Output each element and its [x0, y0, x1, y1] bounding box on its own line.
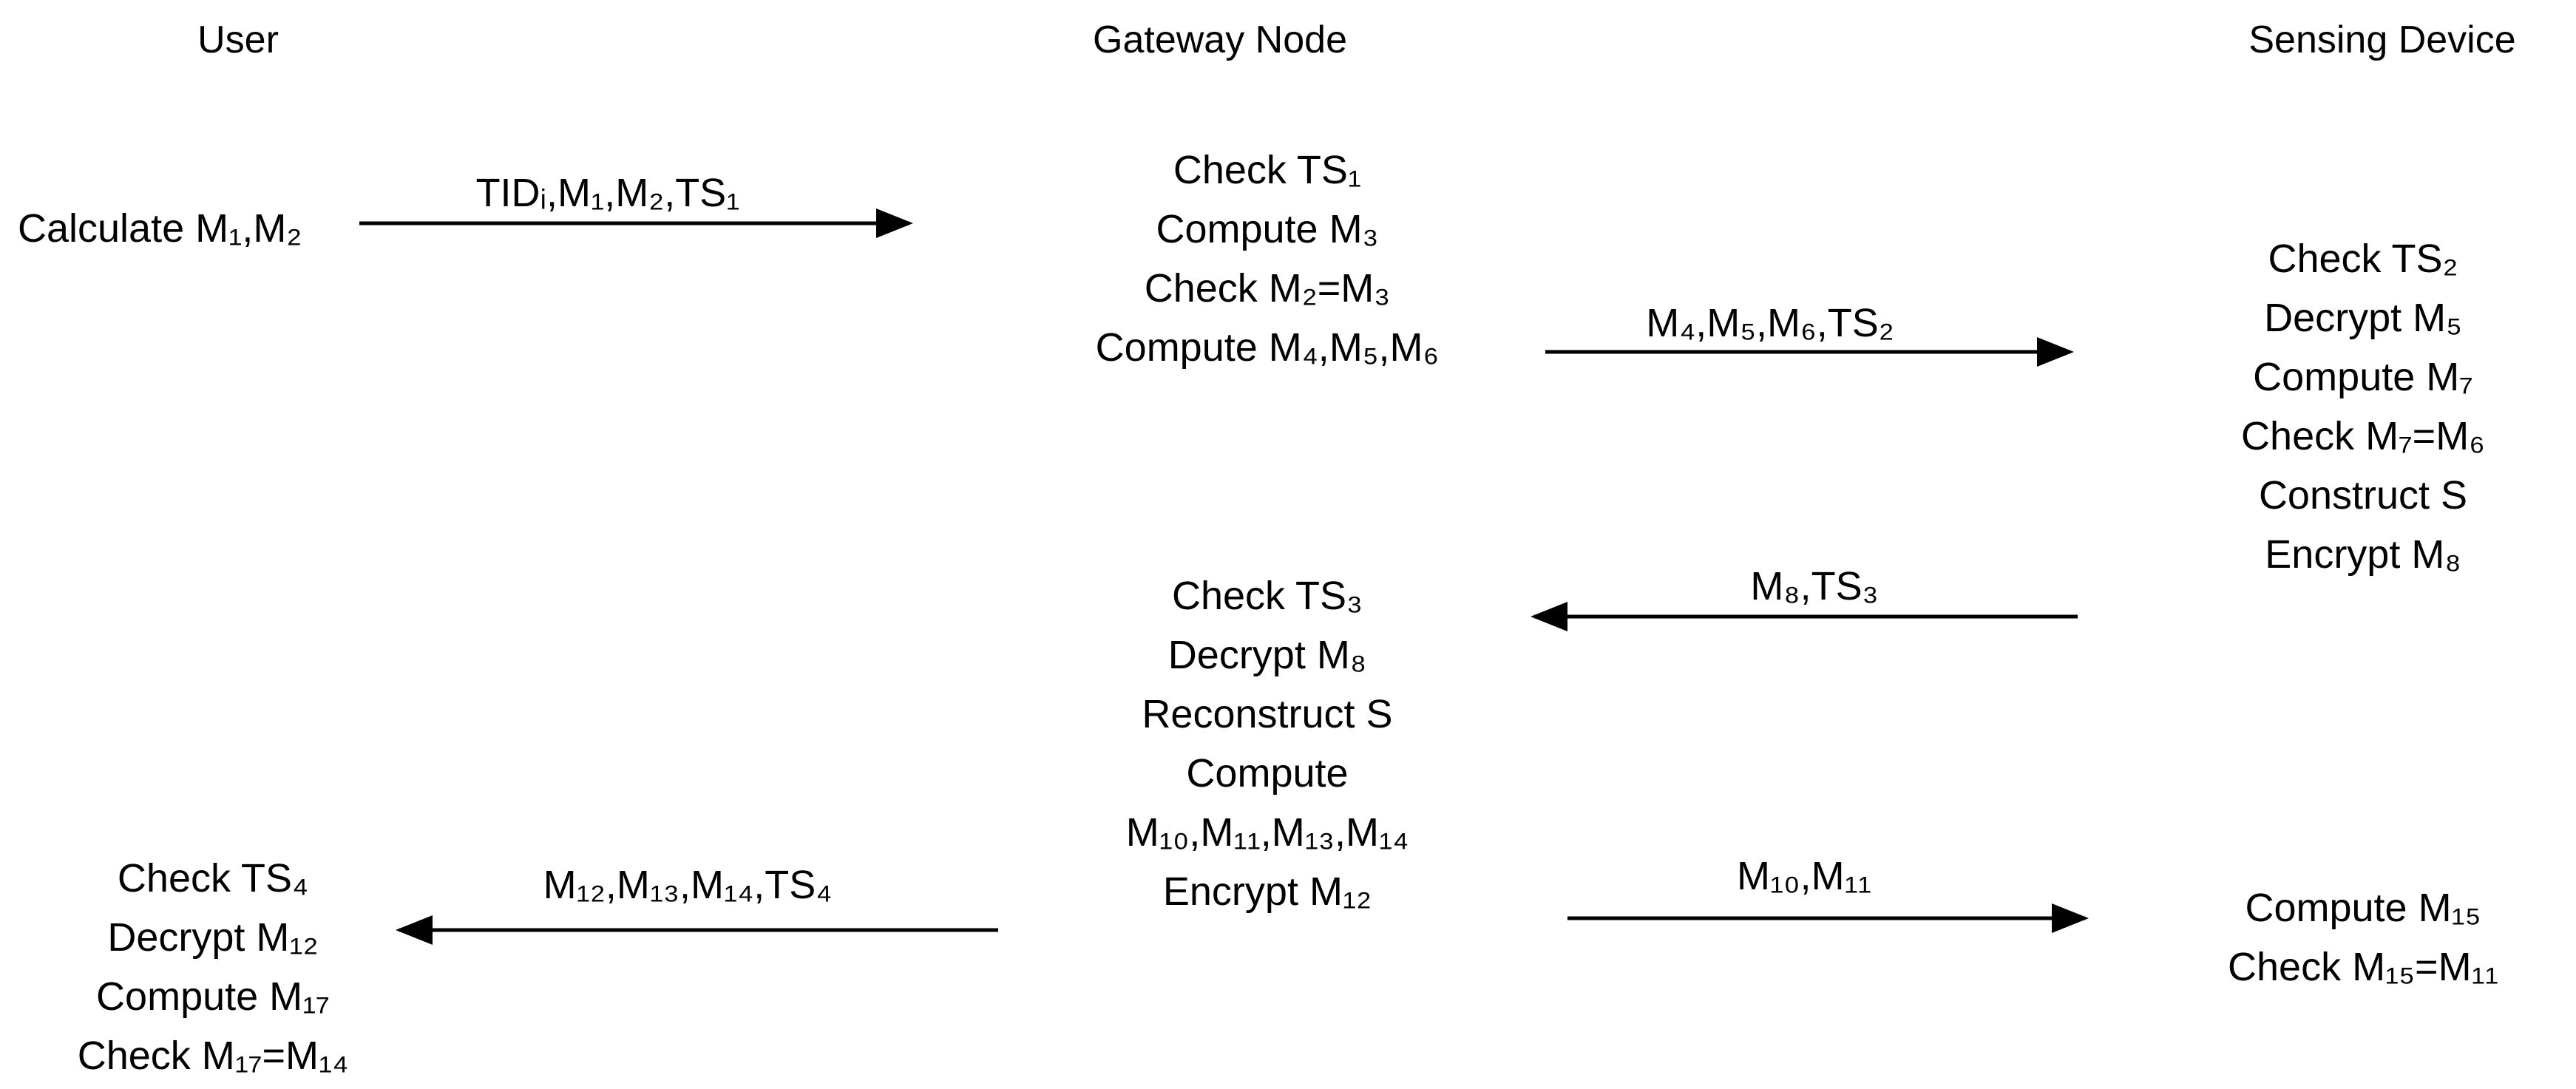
- gateway-step-2-line: Reconstruct S: [1142, 692, 1393, 736]
- message-5-label: M₁₀,M₁₁: [1736, 854, 1872, 898]
- sensing-step-1-line: Construct S: [2258, 473, 2468, 518]
- message-2-label: M₄,M₅,M₆,TS₂: [1646, 301, 1894, 345]
- user-step-block-end: Check TS₄ Decrypt M₁₂ Compute M₁₇ Check …: [78, 849, 349, 1085]
- gateway-step-1-line: Compute M₄,M₅,M₆: [1095, 325, 1440, 370]
- user-end-line: Check M₁₇=M₁₄: [77, 1034, 349, 1078]
- sensing-end-line: Compute M₁₅: [2245, 886, 2481, 930]
- user-calculate-step: Calculate M₁,M₂: [18, 206, 302, 251]
- gateway-step-2-line: Compute: [1186, 751, 1349, 795]
- sensing-step-block-end: Compute M₁₅ Check M₁₅=M₁₁: [2228, 878, 2498, 997]
- sensing-step-1-line: Compute M₇: [2253, 355, 2473, 399]
- actor-gateway-node: Gateway Node: [1093, 18, 1347, 61]
- message-1-label: TIDᵢ,M₁,M₂,TS₁: [475, 171, 740, 215]
- actor-sensing-device: Sensing Device: [2248, 18, 2516, 61]
- sensing-step-1-line: Check M₇=M₆: [2241, 414, 2485, 458]
- message-4-label: M₁₂,M₁₃,M₁₄,TS₄: [543, 863, 833, 907]
- sensing-step-block-1: Check TS₂ Decrypt M₅ Compute M₇ Check M₇…: [2241, 229, 2485, 584]
- sensing-step-1-line: Check TS₂: [2268, 237, 2458, 281]
- sensing-step-1-line: Encrypt M₈: [2265, 532, 2461, 577]
- gateway-step-2-line: Decrypt M₈: [1167, 633, 1367, 677]
- gateway-step-1-line: Compute M₃: [1156, 207, 1379, 251]
- message-3-label: M₈,TS₃: [1750, 564, 1879, 608]
- gateway-step-1-line: Check M₂=M₃: [1144, 266, 1391, 311]
- gateway-step-1-line: Check TS₁: [1173, 148, 1362, 192]
- gateway-step-block-2: Check TS₃ Decrypt M₈ Reconstruct S Compu…: [1126, 566, 1409, 921]
- gateway-step-2-line: M₁₀,M₁₁,M₁₃,M₁₄: [1125, 810, 1409, 855]
- sensing-end-line: Check M₁₅=M₁₁: [2228, 945, 2498, 989]
- actor-user: User: [197, 18, 279, 61]
- sensing-step-1-line: Decrypt M₅: [2264, 296, 2462, 340]
- gateway-step-block-1: Check TS₁ Compute M₃ Check M₂=M₃ Compute…: [1096, 140, 1440, 377]
- user-end-line: Compute M₁₇: [96, 974, 330, 1019]
- user-end-line: Decrypt M₁₂: [107, 915, 319, 960]
- user-end-line: Check TS₄: [117, 856, 309, 900]
- gateway-step-2-line: Encrypt M₁₂: [1162, 869, 1372, 914]
- gateway-step-2-line: Check TS₃: [1171, 574, 1363, 618]
